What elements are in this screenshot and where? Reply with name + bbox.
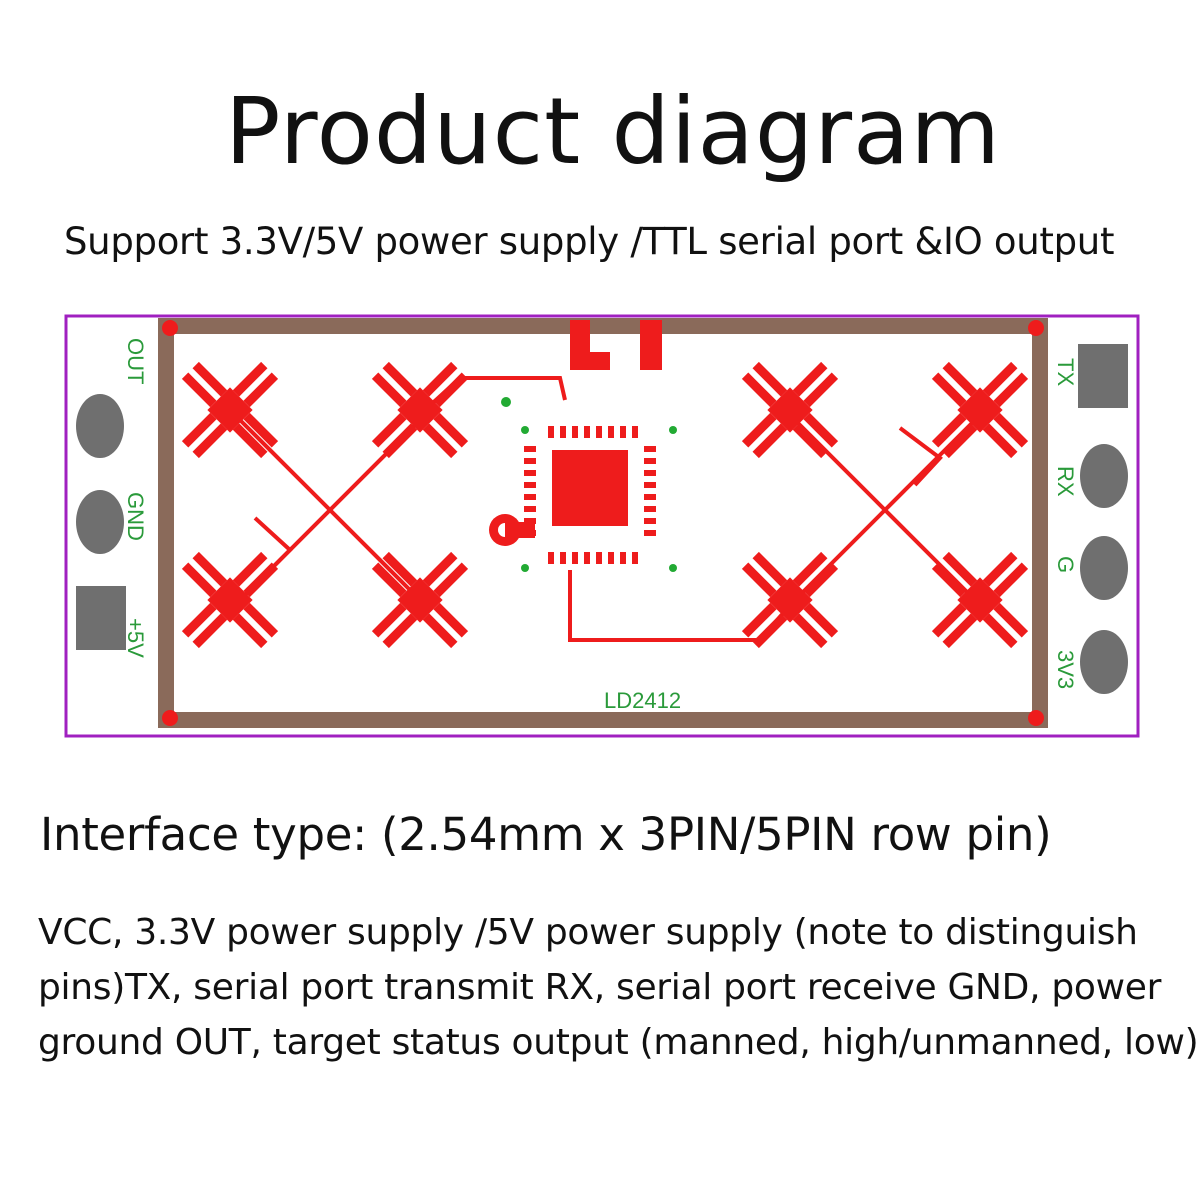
chip-pin [560,552,566,564]
chip-pin [596,552,602,564]
chip-pin [584,552,590,564]
radar-chip [489,426,656,564]
chip-pin [572,426,578,438]
chip-pin [524,506,536,512]
pin-label-3v3: 3V3 [1053,650,1078,689]
pcb-diagram: OUT GND +5V TX RX G 3V3 LD2412 [64,314,1140,738]
chip-pin [644,506,656,512]
pin-label-rx: RX [1053,466,1078,497]
chip-pin [560,426,566,438]
chip-pin [644,494,656,500]
via-dots [501,397,677,572]
chip-pin [548,552,554,564]
chip-pin [644,482,656,488]
left-pads [76,394,126,650]
chip-pin [596,426,602,438]
chip-pin [524,446,536,452]
chip-pin [524,458,536,464]
description-line: pins)TX, serial port transmit RX, serial… [38,967,1162,1008]
pin-description: VCC, 3.3V power supply /5V power supply … [38,905,1199,1070]
chip-pin [584,426,590,438]
chip-pin [644,446,656,452]
pin-label-g: G [1053,556,1078,573]
chip-pin [620,552,626,564]
chip-pin [644,470,656,476]
chip-pin [524,482,536,488]
chip-pin [644,458,656,464]
pin-label-gnd: GND [123,492,148,541]
chip-pin [632,552,638,564]
chip-pin [524,518,536,524]
chip-pin [644,518,656,524]
pin-label-tx: TX [1053,358,1078,386]
page-title: Product diagram [224,78,1002,185]
corner-markers [162,320,1044,726]
model-label: LD2412 [604,688,681,713]
pin-label-5v: +5V [123,618,148,658]
chip-pin [572,552,578,564]
right-pads [1078,344,1128,694]
chip-pin [644,530,656,536]
description-line: ground OUT, target status output (manned… [38,1022,1199,1063]
subtitle: Support 3.3V/5V power supply /TTL serial… [64,220,1115,263]
antenna-frame [158,318,1048,728]
chip-pin [620,426,626,438]
chip-pin [632,426,638,438]
interface-type: Interface type: (2.54mm x 3PIN/5PIN row … [40,808,1052,861]
chip-pin [524,470,536,476]
pin-label-out: OUT [123,338,148,384]
chip-pin [608,552,614,564]
chip-pin [608,426,614,438]
top-connector [570,320,662,370]
chip-pin [524,494,536,500]
chip-pin [548,426,554,438]
description-line: VCC, 3.3V power supply /5V power supply … [38,912,1138,953]
